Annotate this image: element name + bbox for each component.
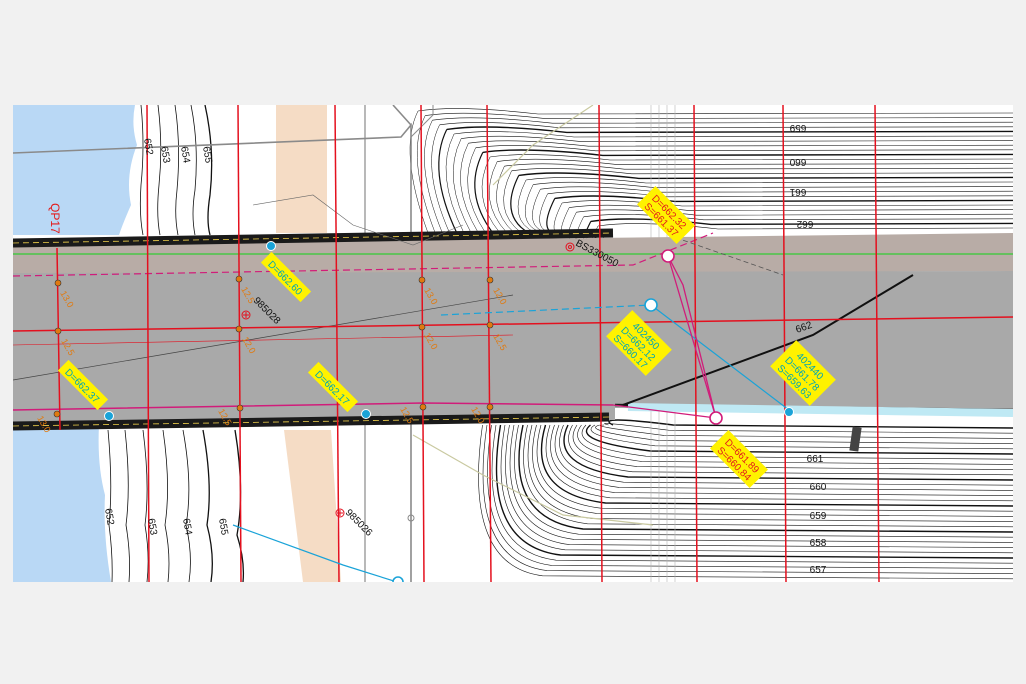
contour-label-south: 659 [810,511,827,522]
water-area [13,105,137,235]
contour-label-south: 657 [810,565,827,576]
contour-label-south: 661 [807,454,824,465]
station-dot [235,275,243,283]
contour-label-west: 653 [158,146,172,165]
red-grid-lines [13,105,1013,582]
contour-label-north: 662 [796,218,813,229]
contour-label-west: 652 [141,138,155,157]
label-manhole[interactable]: D=661.89S=660.84 [710,430,768,488]
road-edge-lines [13,105,1013,526]
survey-point-id: 985026 [343,507,375,539]
station-dot [486,276,494,284]
contour-label-southwest: 655 [216,518,230,537]
contour-label-north: 659 [789,122,806,133]
embankment-strip-south [284,430,341,582]
magenta-pipes [612,255,717,419]
station-dot [419,403,427,411]
cyan-nodes[interactable] [104,241,794,421]
dashed-lines [667,234,784,276]
station-dot [235,325,243,333]
station-dots [53,275,494,418]
manhole-magenta-1[interactable] [661,249,675,263]
manhole-cyan-south[interactable] [392,576,404,582]
station-dot [54,279,62,287]
node-cyan-2[interactable] [104,411,114,421]
station-dot [486,321,494,329]
contours-south [478,419,1013,580]
section-label: QP17 [48,203,62,234]
contour-label-north: 660 [789,156,806,167]
road-surface [13,271,1013,423]
water-area-south [13,425,111,582]
contours-west [107,105,245,582]
contour-label-southwest: 654 [180,518,194,537]
manhole-magenta-2[interactable] [709,411,723,425]
contour-label-southwest: 652 [102,508,116,527]
station-dot [53,410,61,418]
manhole-cyan[interactable] [644,298,658,312]
node-cyan-4[interactable] [784,407,794,417]
contour-label-west: 654 [178,146,192,165]
manhole-nodes[interactable] [392,249,723,582]
survey-symbols [241,242,575,518]
station-dot [418,276,426,284]
embankment-strip [276,105,327,233]
structure-box [849,426,862,452]
contour-label-south: 660 [810,482,827,493]
node-cyan-3[interactable] [361,409,371,419]
station-dot [54,327,62,335]
contour-label-south: 658 [810,538,827,549]
cyan-pipes [232,304,790,582]
node-cyan-1[interactable] [266,241,276,251]
station-dot [486,403,494,411]
station-dot [236,404,244,412]
contour-label-north: 661 [789,186,806,197]
contour-label-southwest: 653 [145,518,159,537]
contour-label-west: 655 [200,146,214,165]
station-dot [418,323,426,331]
grey-small-circle [407,514,415,522]
